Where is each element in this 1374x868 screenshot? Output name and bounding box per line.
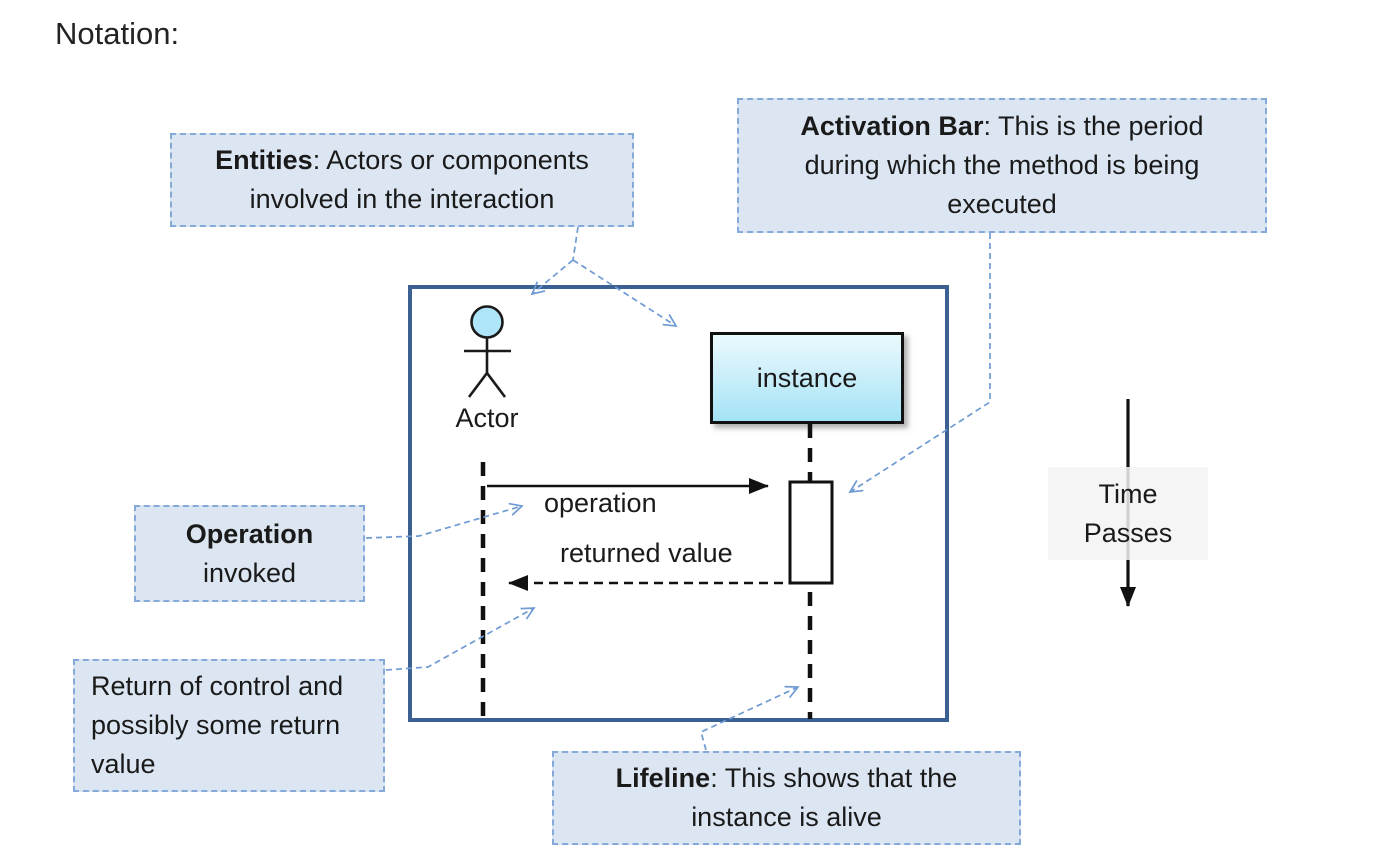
- callout-lifeline-text: : This shows that the instance is alive: [691, 763, 958, 832]
- connector-entities-to-instance: [572, 259, 678, 328]
- callout-lifeline-term: Lifeline: [615, 763, 711, 793]
- connector-entities-stem: [572, 226, 579, 261]
- callout-activation-bar: Activation Bar: This is the period durin…: [737, 98, 1267, 233]
- callout-entities: Entities: Actors or components involved …: [170, 133, 634, 227]
- connector-return-of-control: [385, 607, 536, 671]
- page-title: Notation:: [55, 16, 180, 51]
- callout-operation-text: invoked: [202, 557, 297, 588]
- connector-entities-to-actor: [530, 259, 574, 296]
- actor-label: Actor: [455, 403, 519, 433]
- callout-entities-text: : Actors or components involved in the i…: [249, 145, 589, 214]
- returned-value-label: returned value: [560, 538, 733, 568]
- callout-lifeline: Lifeline: This shows that the instance i…: [552, 751, 1021, 845]
- operation-label: operation: [544, 488, 657, 518]
- callout-operation-invoked: Operation invoked: [134, 505, 365, 602]
- callout-activation-term: Activation Bar: [800, 111, 984, 141]
- callout-return-text: Return of control and possibly some retu…: [91, 671, 344, 779]
- instance-label: instance: [756, 362, 858, 393]
- callout-operation-term: Operation: [185, 518, 314, 549]
- callout-return-of-control: Return of control and possibly some retu…: [73, 659, 385, 792]
- instance-box: instance: [710, 332, 904, 424]
- callout-entities-term: Entities: [215, 145, 313, 175]
- connector-lifeline: [699, 685, 800, 751]
- activation-bar: [788, 480, 834, 585]
- connector-operation-invoked: [365, 502, 524, 539]
- connector-activation-bar: [848, 233, 991, 494]
- actor-figure-icon: [464, 305, 511, 398]
- diagram-frame: [408, 285, 949, 722]
- callout-activation-text: : This is the period during which the me…: [804, 111, 1204, 219]
- time-passes-label: Time Passes: [1048, 467, 1208, 560]
